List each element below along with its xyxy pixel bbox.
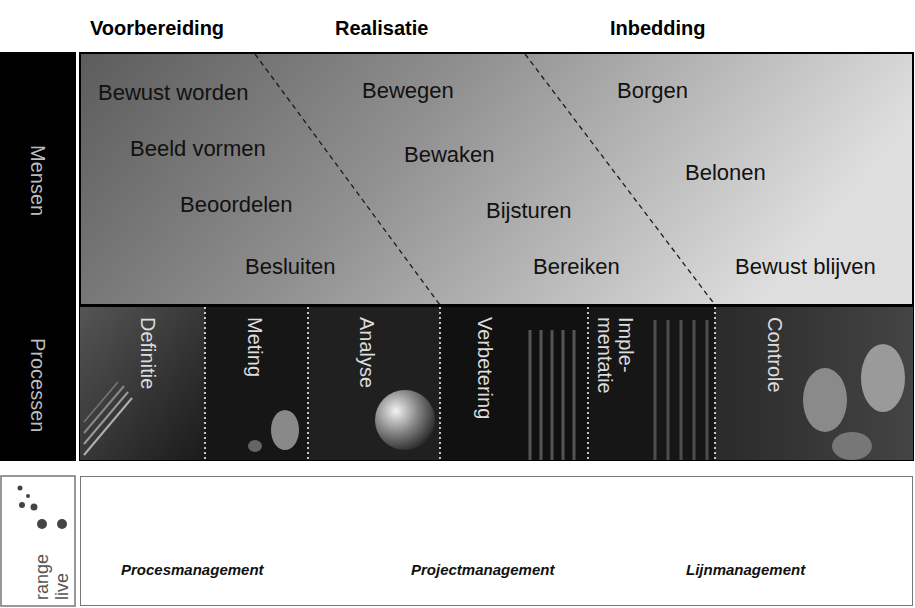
phase-step: Bewust worden <box>98 80 248 106</box>
process-label: Analyse <box>355 317 379 388</box>
phase-step: Besluiten <box>245 254 336 280</box>
management-label: Lijnmanagement <box>686 561 805 579</box>
phase-step: Bijsturen <box>486 198 572 224</box>
process-label: Meting <box>243 317 267 377</box>
process-label: Controle <box>763 317 787 393</box>
process-tile: Analyse <box>308 307 440 460</box>
band-label: Processen <box>0 305 76 461</box>
phase-heading: Realisatie <box>335 16 428 40</box>
phase-step: Beeld vormen <box>130 136 266 162</box>
process-tile: Meting <box>205 307 308 460</box>
phase-step: Bewegen <box>362 78 454 104</box>
band-label: Mensen <box>0 52 76 305</box>
process-label: Verbetering <box>473 317 497 419</box>
process-tile: Definitie <box>80 307 205 460</box>
management-box: Procesmanagement Projectmanagement Lijnman… <box>80 476 913 606</box>
process-tile: Imple- mentatie <box>588 307 715 460</box>
band-title: Mensen <box>26 145 50 216</box>
phase-step: Bewust blijven <box>735 254 876 280</box>
process-label: Imple- mentatie <box>594 317 636 394</box>
process-tile: Verbetering <box>440 307 588 460</box>
process-label: Definitie <box>136 317 160 389</box>
phase-step: Bewaken <box>404 142 495 168</box>
phase-step: Bereiken <box>533 254 620 280</box>
logo-text: live <box>53 573 71 600</box>
phase-heading: Voorbereiding <box>90 16 224 40</box>
phase-step: Borgen <box>617 78 688 104</box>
phase-step: Beoordelen <box>180 192 293 218</box>
management-label: Projectmanagement <box>411 561 554 579</box>
band-title: Processen <box>26 338 50 433</box>
phase-heading: Inbedding <box>610 16 706 40</box>
process-tile: Controle <box>715 307 913 460</box>
management-label: Procesmanagement <box>121 561 264 579</box>
phase-step: Belonen <box>685 160 766 186</box>
logo-text: range <box>33 554 51 600</box>
